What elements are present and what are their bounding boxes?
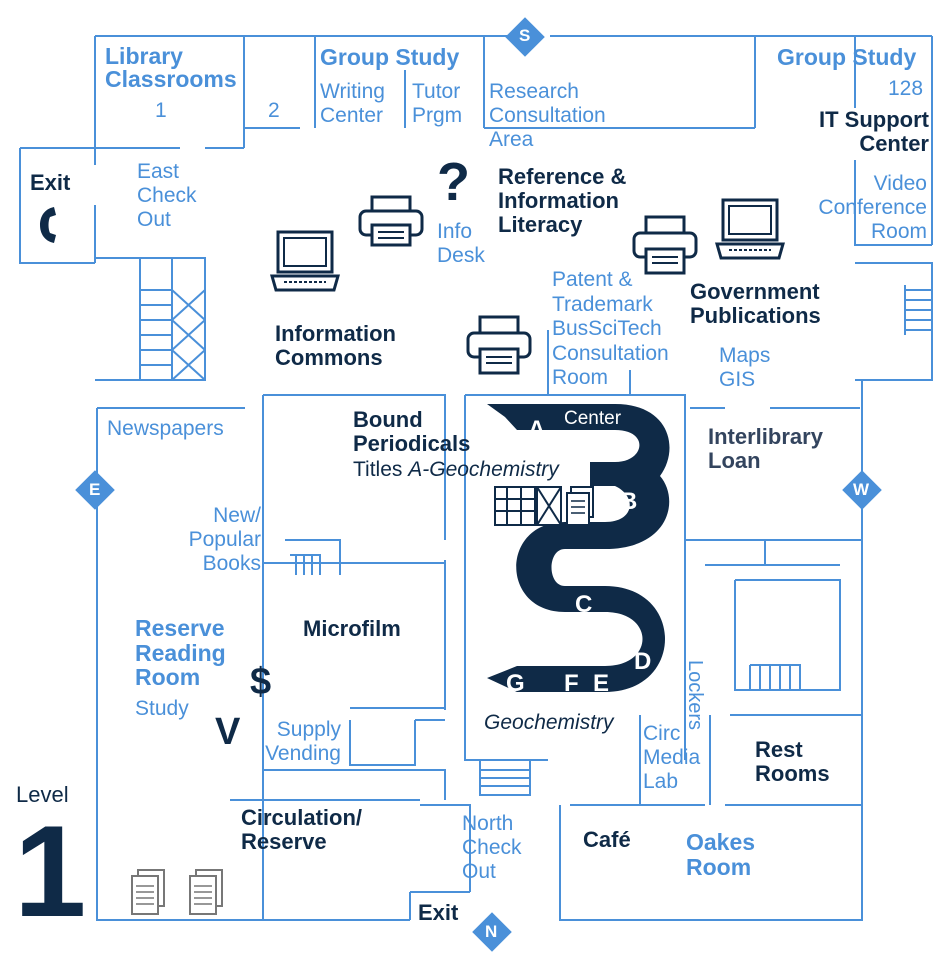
writing-center-label: Writing Center: [320, 80, 385, 128]
stacks-letter-g: G: [506, 670, 525, 697]
library-classrooms-label: Library Classrooms: [105, 43, 237, 92]
new-popular-books-label: New/ Popular Books: [188, 504, 261, 576]
center-stacks-path: [485, 404, 685, 719]
maps-gis-label: Maps GIS: [719, 344, 771, 392]
research-consultation-label: Research Consultation Area: [489, 80, 606, 152]
info-desk-label: Info Desk: [437, 220, 485, 268]
newspapers-label: Newspapers: [107, 417, 224, 440]
entrance-n-marker: N: [470, 910, 514, 954]
stacks-letter-a: A: [528, 416, 546, 443]
information-commons-label: Information Commons: [275, 321, 396, 371]
printer-icon: [358, 195, 424, 252]
video-conference-room-label: Video Conference Room: [818, 172, 927, 244]
printer-icon-reference: [632, 215, 698, 282]
supply-vending-label: Supply Vending: [265, 718, 341, 765]
rest-rooms-label: Rest Rooms: [755, 737, 830, 787]
bound-periodicals-titles: Titles A-Geochemistry: [353, 458, 559, 481]
entrance-w-marker: W: [840, 468, 884, 512]
stacks-letter-e: E: [593, 670, 610, 697]
level-number: 1: [14, 798, 87, 944]
oakes-room-label: Oakes Room: [686, 829, 756, 880]
reference-information-literacy-label: Reference & Information Literacy: [498, 164, 627, 238]
phone-icon: [38, 205, 60, 250]
entrance-s-marker: S: [503, 15, 547, 59]
classroom-2-number: 2: [268, 99, 280, 122]
entrance-w-label: W: [853, 480, 870, 499]
reserve-study-label: Study: [135, 697, 189, 720]
bound-periodicals-label: Bound Periodicals: [353, 407, 471, 457]
north-checkout-label: North Check Out: [462, 812, 522, 884]
stacks-end-geochemistry: Geochemistry: [484, 711, 614, 734]
level-label: Level: [16, 782, 69, 807]
stacks-letter-b: B: [620, 488, 638, 515]
entrance-s-label: S: [519, 26, 531, 45]
reserve-reading-room-label: Reserve Reading Room: [135, 615, 226, 691]
stacks-letter-c: C: [575, 591, 593, 618]
vending-icon: V: [215, 711, 241, 753]
entrance-e-label: E: [89, 480, 101, 499]
copier-icon: [130, 868, 230, 921]
group-study-right-label: Group Study: [777, 44, 917, 70]
info-desk-question-icon: ?: [437, 152, 470, 212]
classroom-1-number: 1: [155, 99, 167, 122]
patent-trademark-label: Patent & Trademark BusSciTech Consultati…: [552, 268, 669, 390]
exit-west-label: Exit: [30, 170, 71, 195]
printer-icon-commons: [466, 315, 532, 382]
entrance-n-label: N: [485, 922, 498, 941]
it-support-center-label: IT Support Center: [819, 107, 929, 157]
center-stacks-label: Center Stacks: [564, 408, 622, 451]
lockers-label: Lockers: [684, 660, 706, 731]
tutor-program-label: Tutor Prgm: [412, 80, 463, 128]
entrance-e-marker: E: [73, 468, 117, 512]
exit-north-label: Exit: [418, 900, 459, 925]
stacks-letter-f: F: [564, 670, 579, 697]
dollar-icon: $: [250, 661, 272, 703]
circ-media-lab-label: Circ Media Lab: [643, 722, 701, 794]
microfilm-label: Microfilm: [303, 616, 401, 641]
interlibrary-loan-label: Interlibrary Loan: [708, 424, 823, 474]
group-study-left-label: Group Study: [320, 44, 460, 70]
group-study-128-number: 128: [888, 77, 924, 100]
shelves-icon: [493, 485, 609, 534]
cafe-label: Café: [583, 827, 631, 852]
government-publications-label: Government Publications: [690, 279, 821, 329]
stacks-letter-d: D: [634, 648, 652, 675]
east-checkout-label: East Check Out: [137, 160, 197, 232]
computer-icon: [270, 230, 340, 299]
circulation-reserve-label: Circulation/ Reserve: [241, 805, 363, 855]
computer-icon-reference: [715, 198, 785, 267]
